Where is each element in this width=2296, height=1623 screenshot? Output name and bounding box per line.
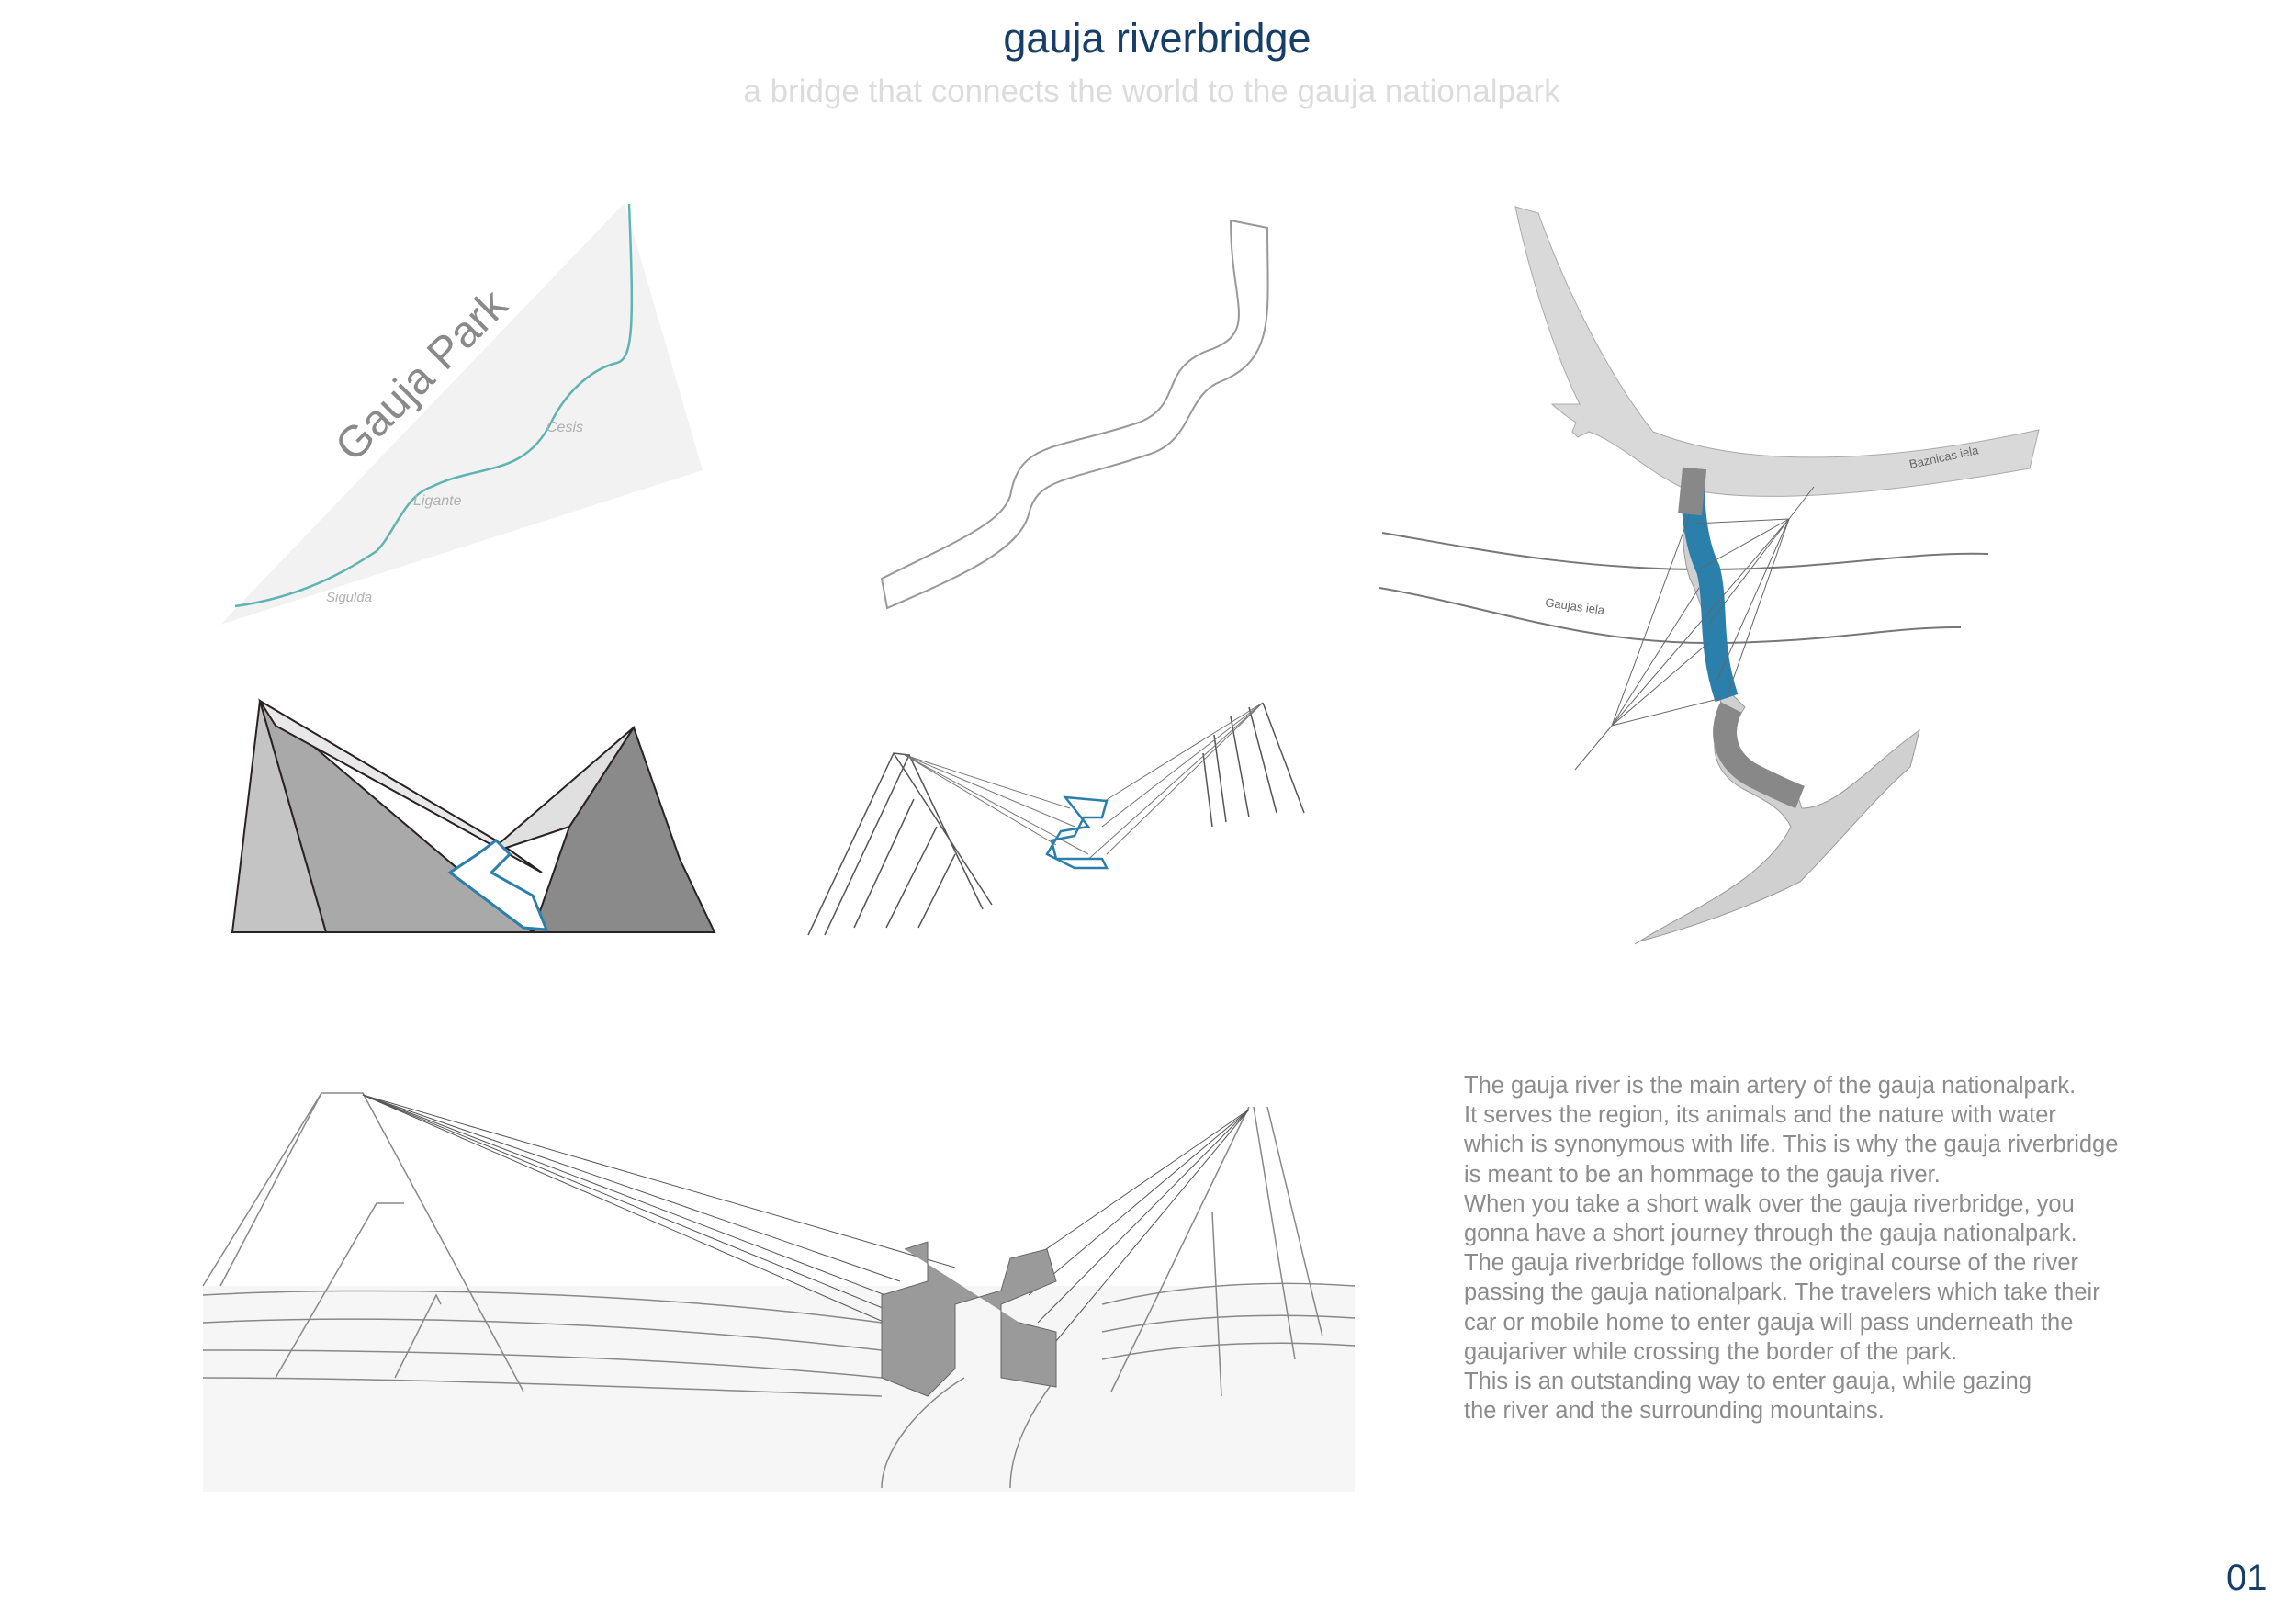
river-line bbox=[234, 203, 634, 608]
road-upper bbox=[1514, 206, 2040, 497]
bridge-wire-diagram bbox=[807, 702, 1305, 936]
town-label: Sigulda bbox=[326, 590, 372, 605]
project-description: The gauja river is the main artery of th… bbox=[1464, 1071, 2118, 1426]
park-map: Gauja Park Cesis Ligante Sigulda bbox=[220, 203, 703, 625]
page-subtitle: a bridge that connects the world to the … bbox=[743, 73, 1560, 109]
description-line: This is an outstanding way to enter gauj… bbox=[1464, 1369, 2032, 1395]
description-line: gaujariver while crossing the border of … bbox=[1464, 1338, 1958, 1365]
town-label: Ligante bbox=[413, 493, 462, 509]
park-area bbox=[220, 203, 703, 625]
description-line: When you take a short walk over the gauj… bbox=[1464, 1190, 2075, 1217]
description-line: passing the gauja nationalpark. The trav… bbox=[1464, 1279, 2100, 1306]
site-plan: Baznicas iela Gaujas iela bbox=[1379, 206, 2040, 945]
description-line: which is synonymous with life. This is w… bbox=[1464, 1132, 2119, 1158]
river-course-strip bbox=[880, 219, 1269, 610]
page-number: 01 bbox=[2226, 1558, 2268, 1598]
town-label: Cesis bbox=[546, 420, 583, 435]
description-line: The gauja riverbridge follows the origin… bbox=[1464, 1250, 2079, 1277]
description-line: is meant to be an hommage to the gauja r… bbox=[1464, 1161, 1941, 1188]
description-line: gonna have a short journey through the g… bbox=[1464, 1221, 2077, 1247]
bridge-render bbox=[202, 1092, 1356, 1492]
description-line: The gauja river is the main artery of th… bbox=[1464, 1073, 2077, 1099]
description-line: It serves the region, its animals and th… bbox=[1464, 1102, 2056, 1129]
description-line: the river and the surrounding mountains. bbox=[1464, 1398, 1885, 1425]
description-line: car or mobile home to enter gauja will p… bbox=[1464, 1309, 2074, 1336]
mountain-diagram bbox=[231, 698, 716, 933]
street-label: Gaujas iela bbox=[1545, 595, 1606, 617]
page-title: gauja riverbridge bbox=[1003, 15, 1311, 62]
